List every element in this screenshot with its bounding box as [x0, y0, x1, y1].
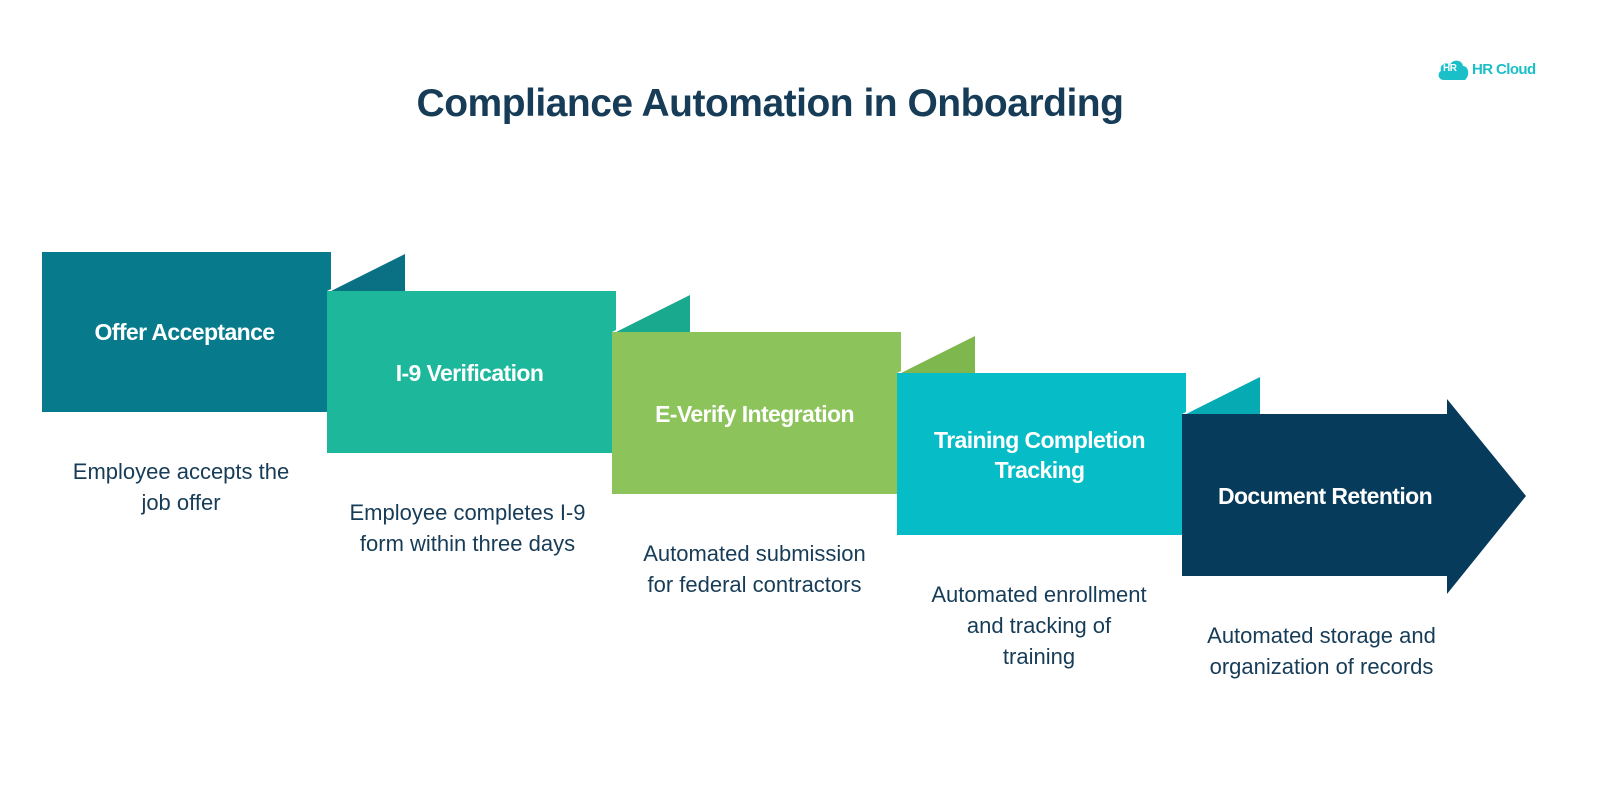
step-description-training-completion-tracking: Automated enrollment and tracking of tra…: [931, 582, 1147, 669]
step-description-i9-verification: Employee completes I-9 form within three…: [349, 500, 586, 556]
step-2-shape: [327, 291, 616, 453]
cloud-icon: [1438, 60, 1469, 80]
step-3-shadow: [612, 293, 690, 332]
step-title-document-retention: Document Retention: [1217, 483, 1433, 510]
step-4-shape: [897, 373, 1186, 535]
page-title: Compliance Automation in Onboarding: [416, 82, 1124, 125]
step-description-offer-acceptance: Employee accepts the job offer: [72, 459, 290, 515]
logo-mark: HR: [1443, 63, 1457, 74]
step-2-shadow: [327, 252, 405, 291]
step-5-shadow: [1182, 375, 1260, 414]
logo-text: HR Cloud: [1472, 61, 1536, 78]
step-title-i9-verification: I-9 Verification: [395, 360, 544, 387]
step-title-e-verify-integration: E-Verify Integration: [655, 401, 854, 428]
step-5-shape: [1182, 399, 1526, 594]
step-description-e-verify-integration: Automated submission for federal contrac…: [643, 541, 866, 597]
step-title-offer-acceptance: Offer Acceptance: [94, 319, 275, 346]
step-4-shadow: [897, 334, 975, 373]
step-title-training-completion-tracking: Training Completion Tracking: [934, 427, 1146, 483]
hr-cloud-logo: HR HR Cloud: [1436, 56, 1566, 84]
step-3-shape: [612, 332, 901, 494]
step-description-document-retention: Automated storage and organization of re…: [1207, 623, 1436, 679]
step-1-shape: [42, 252, 331, 412]
